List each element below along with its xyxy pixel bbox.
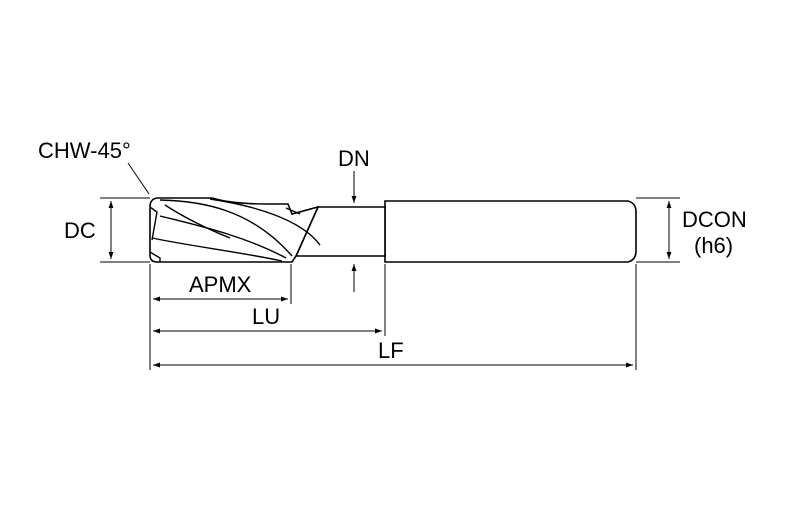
flute-line — [209, 198, 321, 246]
cutting-head — [149, 197, 320, 263]
label-lu: LU — [252, 304, 280, 329]
flute-line — [159, 199, 293, 257]
chamfer-detail — [149, 206, 158, 241]
flute-line — [285, 207, 301, 215]
label-dn: DN — [338, 146, 370, 171]
label-dcon-tolerance: (h6) — [694, 233, 733, 258]
dimension-lines — [108, 162, 672, 368]
tool-body — [149, 197, 637, 263]
label-apmx: APMX — [189, 272, 252, 297]
flute-line — [164, 204, 231, 239]
label-dcon: DCON — [682, 207, 747, 232]
label-dc: DC — [64, 218, 96, 243]
extension-lines — [100, 197, 680, 370]
label-lf: LF — [378, 338, 404, 363]
chw-leader — [127, 162, 150, 195]
chamfer-detail — [149, 251, 161, 262]
flute-line — [151, 237, 283, 262]
flute-line — [159, 215, 287, 259]
dimension-labels: CHW-45° DN DC DCON (h6) APMX LU LF — [38, 138, 747, 363]
shank — [384, 200, 637, 263]
label-chw: CHW-45° — [38, 138, 131, 163]
